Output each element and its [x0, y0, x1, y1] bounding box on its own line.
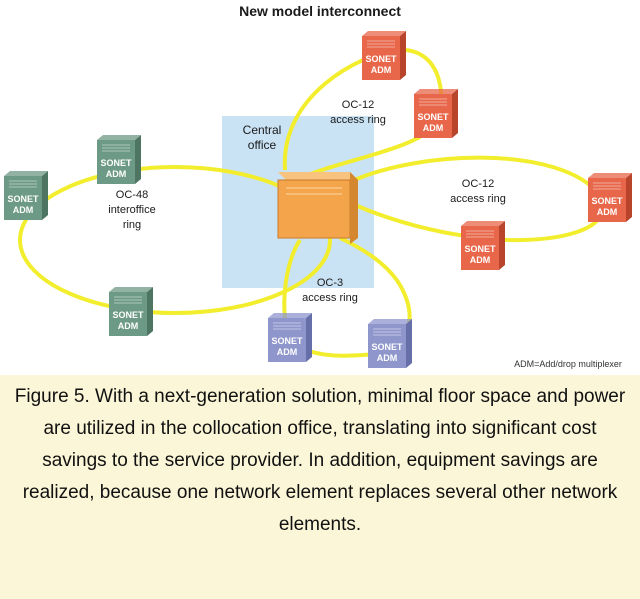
ring-label: access ring: [450, 193, 506, 205]
adm-label: SONET: [271, 336, 303, 346]
adm-label: ADM: [118, 321, 139, 331]
adm-label: ADM: [13, 205, 34, 215]
ring-oc48: [18, 165, 332, 315]
central-office-label: Central: [243, 123, 282, 137]
ring-label: ring: [123, 219, 141, 231]
ring-label: OC-48: [116, 189, 148, 201]
adm-label: SONET: [100, 158, 132, 168]
adm-label: ADM: [423, 123, 444, 133]
adm-label: SONET: [417, 112, 449, 122]
central-hub-device: [277, 172, 358, 244]
adm-label: ADM: [470, 255, 491, 265]
ring-label: OC-12: [462, 178, 494, 190]
ring-oc12-top: [282, 47, 444, 182]
devices: SONETADMSONETADMSONETADMSONETADMSONETADM…: [4, 31, 632, 368]
adm-label: SONET: [464, 244, 496, 254]
adm-label: SONET: [365, 54, 397, 64]
ring-label: access ring: [302, 292, 358, 304]
footnote: ADM=Add/drop multiplexer: [514, 359, 622, 369]
diagram-title: New model interconnect: [239, 3, 401, 19]
adm-label: ADM: [597, 207, 618, 217]
adm-label: ADM: [371, 65, 392, 75]
ring-label: OC-3: [317, 277, 343, 289]
adm-label: SONET: [112, 310, 144, 320]
adm-label: ADM: [106, 169, 127, 179]
adm-label: SONET: [371, 342, 403, 352]
adm-label: SONET: [7, 194, 39, 204]
adm-label: ADM: [277, 347, 298, 357]
ring-label: OC-12: [342, 99, 374, 111]
network-diagram: New model interconnect Central office OC…: [4, 3, 632, 369]
adm-label: SONET: [591, 196, 623, 206]
figure-caption: Figure 5. With a next-generation solutio…: [0, 375, 640, 599]
adm-label: ADM: [377, 353, 398, 363]
ring-oc12-right: [349, 155, 605, 243]
central-office-label: office: [248, 138, 277, 152]
ring-label: interoffice: [108, 204, 156, 216]
ring-label: access ring: [330, 114, 386, 126]
